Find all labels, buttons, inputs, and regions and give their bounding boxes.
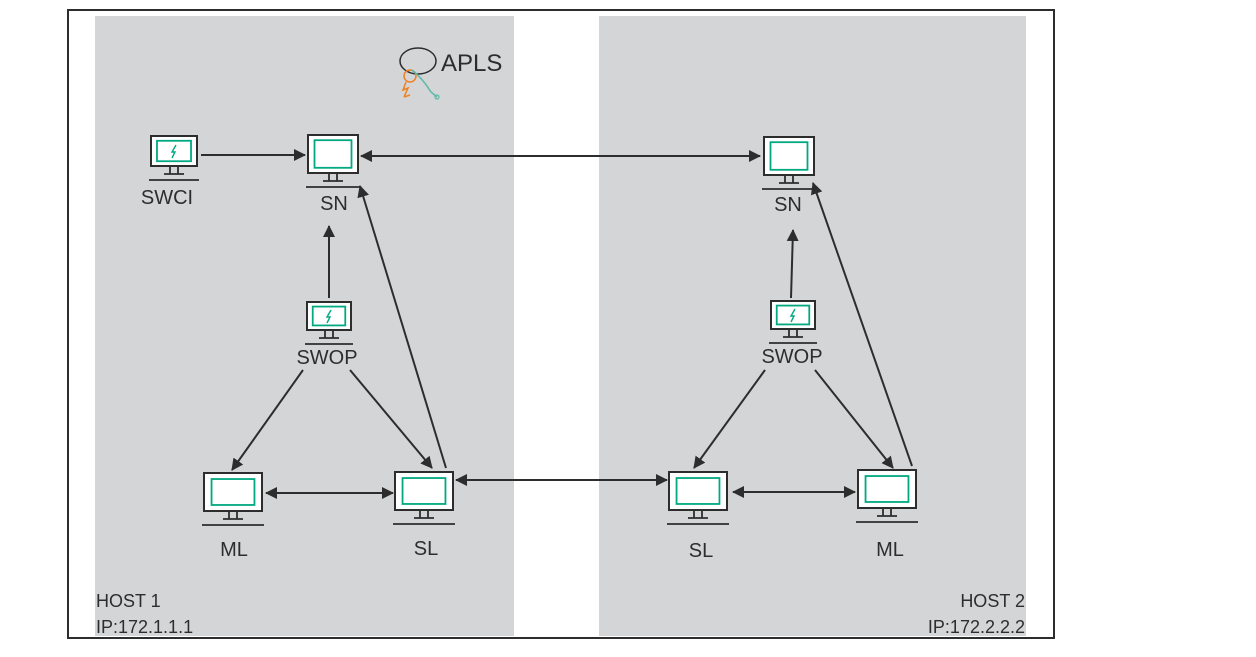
edge-swop1-to-ml1 <box>231 369 304 471</box>
node-ml2: ML <box>856 469 918 561</box>
lightning-monitor-icon <box>305 301 353 345</box>
edge-swop2-to-sl2 <box>693 369 766 469</box>
monitor-icon <box>856 469 918 523</box>
node-swop2: SWOP <box>761 300 823 368</box>
monitor-icon <box>202 472 264 526</box>
node-label-sn2: SN <box>774 194 802 216</box>
monitor-icon <box>667 471 729 525</box>
node-swop1: SWOP <box>296 301 358 369</box>
node-sn1: SN <box>306 134 360 215</box>
node-sn2: SN <box>762 136 816 216</box>
node-label-swci: SWCI <box>141 187 193 209</box>
lightning-monitor-icon <box>769 300 817 344</box>
edge-swop2-to-sn2 <box>786 229 799 299</box>
node-swci: SWCI <box>141 135 199 209</box>
apls-label: APLS <box>441 50 502 77</box>
host-1-ip: IP:172.1.1.1 <box>96 617 193 637</box>
edge-swop1-to-sl1 <box>349 369 433 469</box>
node-label-swop1: SWOP <box>296 347 357 369</box>
monitor-icon <box>762 136 816 190</box>
nodes-group: SWCI SN SWOP ML SL SN SWOP SL ML <box>141 134 918 562</box>
edge-swop2-to-ml2 <box>814 369 894 469</box>
edge-ml2-to-sn2 <box>810 182 913 467</box>
host-2-ip: IP:172.2.2.2 <box>928 617 1025 637</box>
node-label-sn1: SN <box>320 193 348 215</box>
edges-group <box>201 149 913 499</box>
lightning-monitor-icon <box>149 135 199 181</box>
node-sl2: SL <box>667 471 729 562</box>
node-sl1: SL <box>393 471 455 560</box>
monitor-icon <box>306 134 360 188</box>
node-label-ml1: ML <box>220 539 248 561</box>
node-label-sl1: SL <box>414 538 438 560</box>
monitor-icon <box>393 471 455 525</box>
host-1-panel <box>95 16 514 636</box>
host-2-name: HOST 2 <box>960 591 1025 611</box>
node-label-sl2: SL <box>689 540 713 562</box>
node-ml1: ML <box>202 472 264 561</box>
host-1-name: HOST 1 <box>96 591 161 611</box>
node-label-swop2: SWOP <box>761 346 822 368</box>
edge-sl1-to-sn1 <box>357 185 447 469</box>
apls-logo <box>399 47 440 100</box>
node-label-ml2: ML <box>876 539 904 561</box>
